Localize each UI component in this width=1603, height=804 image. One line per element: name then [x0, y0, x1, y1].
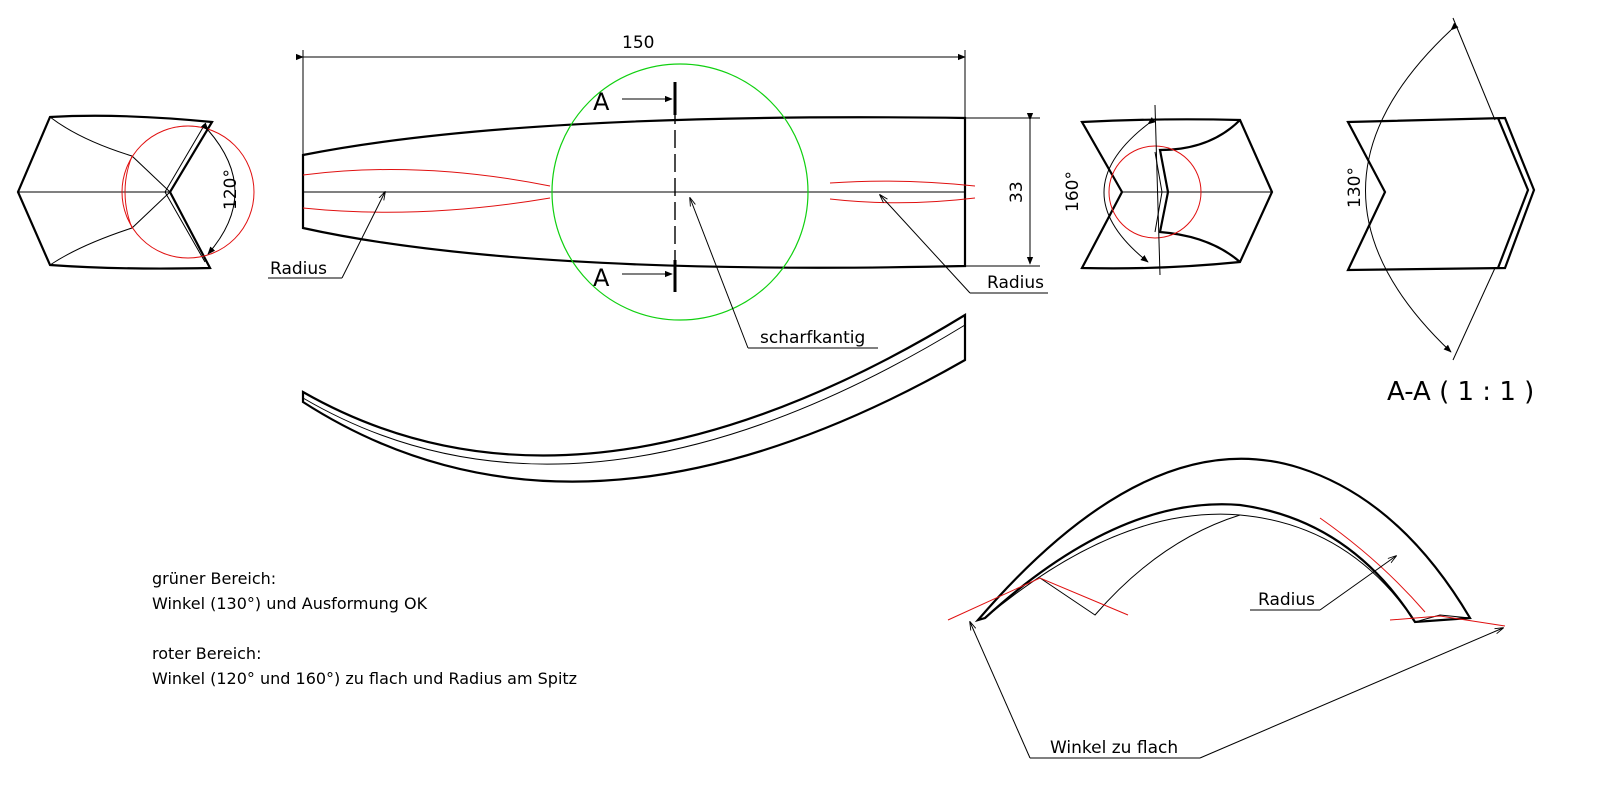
height-dimension: 33	[1007, 181, 1027, 203]
note-green-text: Winkel (130°) und Ausformung OK	[152, 594, 428, 613]
problem-angle-left	[947, 577, 1129, 621]
problem-area-left-radius	[302, 169, 551, 187]
problem-area-circle-left	[121, 125, 255, 259]
angle-left-label: 120°	[221, 169, 241, 210]
iso-view: Radius Winkel zu flach	[947, 457, 1506, 759]
left-end-view: 120°	[16, 114, 255, 270]
callout-radius-left: Radius	[270, 259, 327, 279]
callout-angle-too-flat: Winkel zu flach	[1050, 738, 1178, 758]
top-view: 150 A A 33 Radius Radius scharfka	[268, 33, 1048, 349]
callout-radius-3d: Radius	[1258, 590, 1315, 610]
right-end-view: 160°	[1063, 104, 1274, 276]
section-a-a: 130° A-A ( 1 : 1 )	[1345, 17, 1536, 407]
problem-area-right-radius	[829, 180, 976, 187]
section-title: A-A ( 1 : 1 )	[1387, 377, 1534, 407]
callout-sharp-edge: scharfkantig	[760, 328, 865, 348]
section-marker-bottom: A	[593, 264, 610, 292]
angle-section-label: 130°	[1345, 167, 1365, 208]
callout-radius-right: Radius	[987, 273, 1044, 293]
note-red-heading: roter Bereich:	[152, 644, 262, 663]
problem-angle-right	[1389, 615, 1506, 627]
notes-spacer	[152, 616, 577, 641]
length-dimension: 150	[622, 33, 654, 53]
note-green-heading: grüner Bereich:	[152, 569, 277, 588]
side-view	[301, 313, 967, 483]
section-marker-top: A	[593, 88, 610, 116]
angle-right-label: 160°	[1063, 171, 1083, 212]
notes-block: grüner Bereich: Winkel (130°) und Ausfor…	[152, 566, 577, 691]
ok-area-circle	[551, 63, 809, 321]
note-red-text: Winkel (120° und 160°) zu flach und Radi…	[152, 669, 578, 688]
